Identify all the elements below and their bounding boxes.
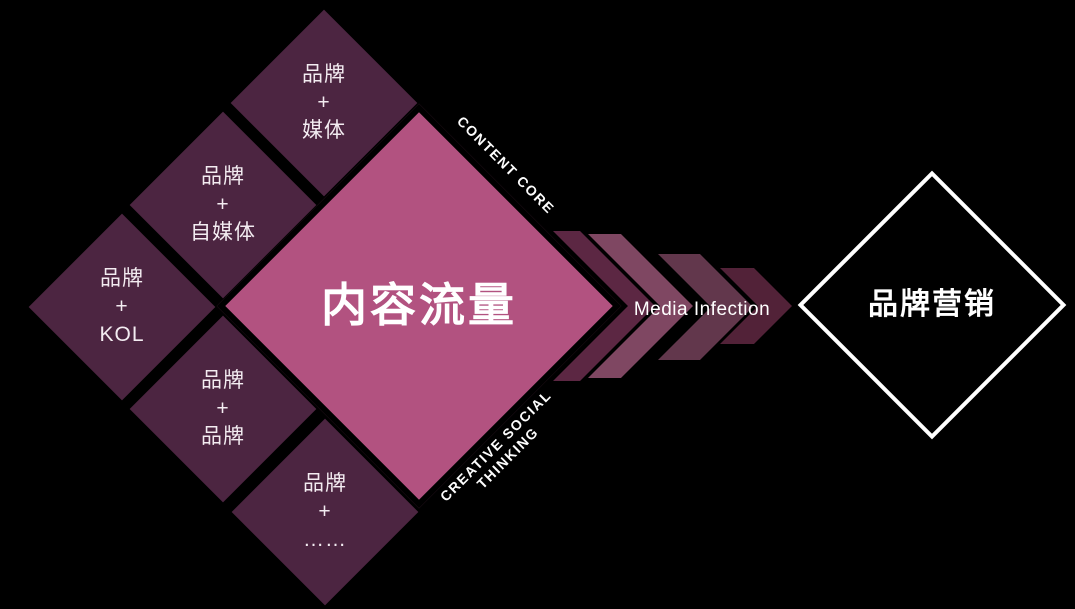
node-line: 品牌 <box>201 369 245 392</box>
output-diamond-label: 品牌营销 <box>868 288 996 321</box>
node-line: 品牌 <box>100 267 144 290</box>
plus-sign: + <box>318 500 332 523</box>
plus-sign: + <box>216 397 230 420</box>
node-line: 媒体 <box>302 119 346 142</box>
node-line: KOL <box>99 323 145 346</box>
input-diamond-media-label: 品牌 + 媒体 <box>244 61 404 145</box>
node-line: …… <box>303 528 347 551</box>
input-diamond-self-media-label: 品牌 + 自媒体 <box>143 163 303 247</box>
node-line: 品牌 <box>201 165 245 188</box>
node-line: 自媒体 <box>190 221 256 244</box>
node-line: 品牌 <box>201 425 245 448</box>
node-line: 品牌 <box>303 472 347 495</box>
core-diamond-label: 内容流量 <box>321 279 517 331</box>
plus-sign: + <box>115 295 129 318</box>
node-line: 品牌 <box>302 63 346 86</box>
input-diamond-kol-label: 品牌 + KOL <box>42 265 202 349</box>
plus-sign: + <box>216 193 230 216</box>
plus-sign: + <box>317 91 331 114</box>
input-diamond-others-label: 品牌 + …… <box>245 470 405 554</box>
media-infection-label: Media Infection <box>633 299 771 320</box>
input-diamond-brand-label: 品牌 + 品牌 <box>143 367 303 451</box>
